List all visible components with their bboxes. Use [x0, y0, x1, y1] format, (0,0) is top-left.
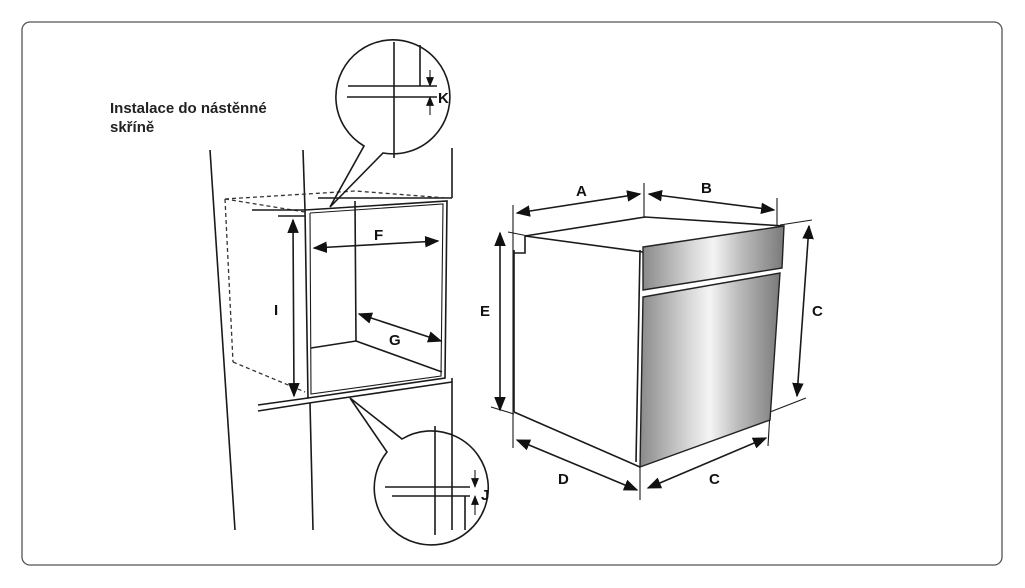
dimension-label-e: E [480, 303, 490, 320]
dimension-label-d: D [558, 471, 569, 488]
dimension-label-f: F [374, 227, 383, 244]
dimension-label-a: A [576, 183, 587, 200]
diagram-frame [21, 21, 1003, 566]
dimension-label-b: B [701, 180, 712, 197]
dimension-label-g: G [389, 332, 401, 349]
title-line-1: Instalace do nástěnné [110, 100, 267, 117]
dimension-label-j: J [481, 487, 489, 504]
dimension-label-c-height: C [812, 303, 823, 320]
cabinet-drawing [209, 148, 453, 531]
detail-circle-j [349, 397, 490, 546]
dimension-label-i: I [274, 302, 278, 319]
title-line-2: skříně [110, 119, 154, 136]
detail-circle-k [329, 39, 451, 208]
dimension-label-c-width: C [709, 471, 720, 488]
oven-drawing [490, 183, 814, 500]
dimension-label-k: K [438, 90, 449, 107]
